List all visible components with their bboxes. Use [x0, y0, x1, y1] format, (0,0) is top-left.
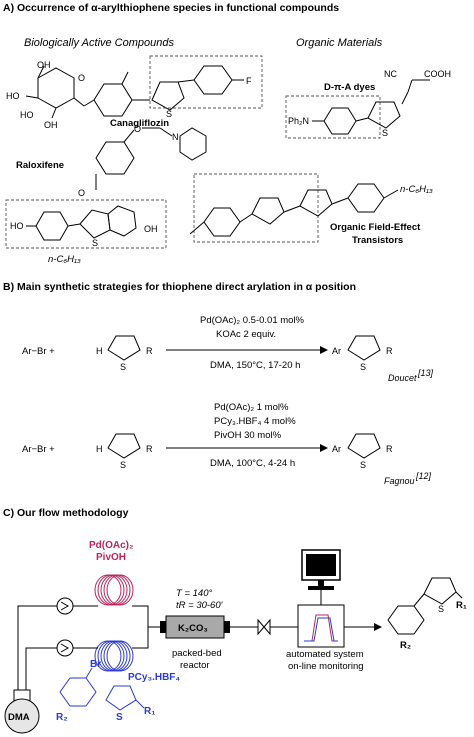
reactor-label: K₂CO₃ — [178, 623, 208, 634]
rxn1-product-s: S — [360, 362, 366, 372]
section-c-title: C) Our flow methodology — [3, 507, 129, 519]
flow-product-r1: R₁ — [456, 600, 467, 611]
rxn1-solvent: DMA, 150°C, 17-20 h — [210, 360, 300, 371]
rxn1-product-ar: Ar — [332, 346, 341, 356]
condition-temperature: T = 140° — [176, 588, 212, 599]
dma-flask: DMA — [4, 689, 40, 734]
valve-icon — [257, 618, 271, 636]
dye-structure: D-π-A dyes NC COOH Ph₂N S — [285, 69, 451, 139]
canagliflozin-name: Canagliflozin — [110, 118, 169, 129]
rxn2-s: S — [120, 460, 126, 470]
raloxifene-n: N — [172, 132, 179, 142]
ofet-substituent-top: n-C₆H₁₃ — [400, 184, 433, 195]
rxn2-r: R — [146, 444, 153, 454]
rxn1-reactant1: Ar−Br + — [22, 346, 55, 357]
rxn1-catalyst: Pd(OAc)₂ 0.5-0.01 mol% — [200, 315, 305, 326]
bio-heading: Biologically Active Compounds — [24, 37, 174, 49]
aryl-br: Br — [90, 659, 101, 670]
rxn2-author: Fagnou — [384, 476, 415, 486]
online-monitor: automated system on-line monitoring — [286, 590, 364, 672]
raloxifene-carbonyl-o: O — [78, 188, 85, 198]
canagliflozin-ho-1: HO — [6, 91, 20, 101]
rxn2-additive: PivOH 30 mol% — [214, 430, 282, 441]
rxn2-ref: [12] — [415, 471, 432, 481]
dye-s: S — [382, 128, 388, 138]
reaction-doucet: Ar−Br + H S R Pd(OAc)₂ 0.5-0.01 mol% KOA… — [22, 315, 434, 383]
raloxifene-name: Raloxifene — [16, 160, 64, 171]
ligand-reagent: PCy₃.HBF₄ — [128, 672, 180, 683]
section-b-title: B) Main synthetic strategies for thiophe… — [3, 281, 356, 293]
canagliflozin-ring-o: O — [78, 73, 85, 83]
pump-bottom — [56, 639, 74, 657]
rxn1-h: H — [96, 346, 103, 356]
condition-residence-time: tR = 30-60′ — [176, 600, 224, 611]
monitor-caption-1: automated system — [286, 649, 364, 660]
aryl-r2: R₂ — [56, 712, 68, 723]
thiophene-r1: R₁ — [144, 706, 155, 717]
dye-ph2n: Ph₂N — [288, 116, 309, 126]
reaction-fagnou: Ar−Br + H S R Pd(OAc)₂ 1 mol% PCy₃.HBF₄ … — [22, 402, 432, 486]
flow-product-s: S — [438, 604, 444, 614]
rxn1-ref: [13] — [417, 368, 434, 378]
canagliflozin-oh-2: OH — [44, 120, 58, 130]
rxn1-base: KOAc 2 equiv. — [216, 329, 276, 340]
dye-nc: NC — [384, 69, 397, 79]
packed-bed-reactor: K₂CO₃ packed-bed reactor — [160, 615, 230, 671]
canagliflozin-s: S — [166, 109, 172, 119]
rxn2-ligand: PCy₃.HBF₄ 4 mol% — [214, 416, 296, 427]
rxn2-catalyst: Pd(OAc)₂ 1 mol% — [214, 402, 289, 413]
reagent-pd: Pd(OAc)₂ — [89, 540, 133, 551]
flow-setup: Pd(OAc)₂ PivOH — [4, 540, 467, 734]
rxn1-author: Doucet — [388, 373, 417, 383]
rxn2-h: H — [96, 444, 103, 454]
dye-cooh: COOH — [424, 69, 451, 79]
ofet-name-line1: Organic Field-Effect — [330, 222, 421, 233]
rxn2-product-s: S — [360, 460, 366, 470]
flow-product-r2: R₂ — [400, 640, 411, 651]
canagliflozin-ho-2: HO — [20, 110, 34, 120]
flask-label: DMA — [8, 712, 30, 723]
thiophene-reagent: S R₁ — [105, 685, 155, 723]
monitor-caption-2: on-line monitoring — [288, 661, 364, 672]
raloxifene-ho: HO — [10, 221, 24, 231]
ofet-structure: n-C₆H₁₃ n-C₆H₁₃ Organic Field-Effect Tra… — [48, 173, 433, 265]
computer-icon — [301, 549, 341, 590]
raloxifene-ether-o: O — [134, 124, 141, 134]
pump-top — [56, 597, 74, 615]
coil-top — [94, 574, 134, 606]
ofet-substituent-bottom: n-C₆H₁₃ — [48, 254, 81, 265]
raloxifene-s: S — [92, 238, 98, 248]
rxn2-product-ar: Ar — [332, 444, 341, 454]
rxn2-reactant1: Ar−Br + — [22, 444, 55, 455]
thiophene-s: S — [116, 712, 123, 723]
rxn1-product-r: R — [386, 346, 393, 356]
ofet-name-line2: Transistors — [352, 235, 403, 246]
rxn1-s: S — [120, 362, 126, 372]
rxn2-solvent: DMA, 100°C, 4-24 h — [210, 458, 295, 469]
reactor-caption-2: reactor — [180, 660, 210, 671]
flow-product: S R₁ R₂ — [387, 577, 467, 651]
raloxifene-oh: OH — [144, 224, 158, 234]
canagliflozin-oh-1: OH — [37, 60, 51, 70]
rxn1-r: R — [146, 346, 153, 356]
dye-name: D-π-A dyes — [324, 82, 375, 93]
raloxifene-structure: Raloxifene O N O HO S OH — [5, 124, 207, 249]
rxn2-product-r: R — [386, 444, 393, 454]
section-a-title: A) Occurrence of α-arylthiophene species… — [3, 2, 339, 14]
materials-heading: Organic Materials — [296, 37, 383, 49]
reagent-pivoh: PivOH — [96, 552, 126, 563]
canagliflozin-f: F — [246, 76, 252, 86]
coil-bottom — [94, 640, 134, 672]
reactor-caption-1: packed-bed — [172, 648, 222, 659]
aryl-bromide: Br R₂ — [56, 659, 101, 723]
canagliflozin-structure: OH HO HO OH O S F Canagliflozin — [6, 55, 263, 130]
